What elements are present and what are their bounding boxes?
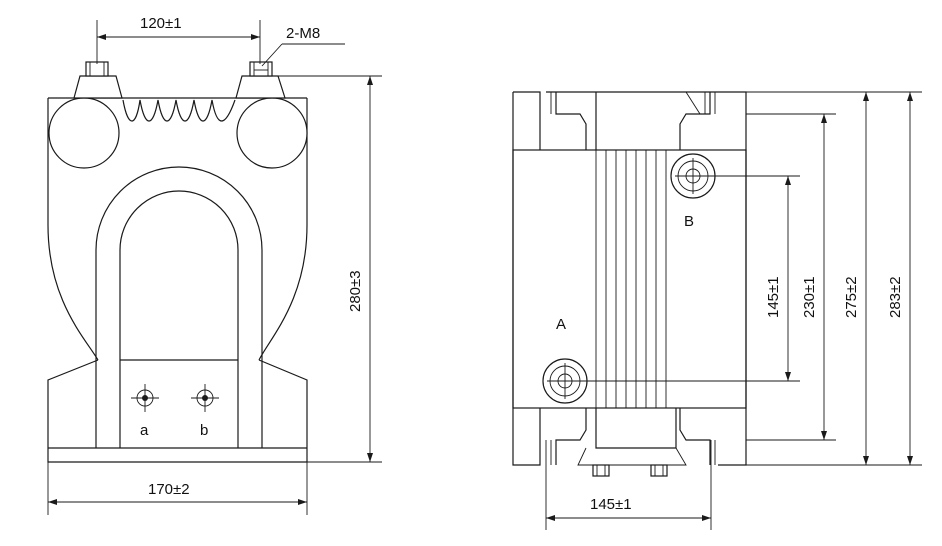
side-left-frame — [512, 91, 541, 466]
front-right-nut — [249, 61, 273, 77]
side-top-saddle — [546, 91, 718, 150]
front-u-outer — [95, 166, 263, 448]
side-bottom-saddle — [555, 408, 711, 465]
dim-width-label: 170±2 — [148, 481, 190, 498]
front-left-nut — [85, 61, 109, 77]
side-bottom-nut-right — [650, 464, 668, 477]
dim-230-label: 230±1 — [801, 276, 818, 318]
terminal-A-label: A — [556, 316, 566, 333]
front-left-stud — [73, 75, 123, 99]
side-bottom-nut-left — [592, 464, 610, 477]
front-view: a b 120±1 2-M8 280±3 170±2 — [47, 15, 382, 515]
terminal-B-label: B — [684, 213, 694, 230]
dim-145-v-label: 145±1 — [765, 276, 782, 318]
side-main-block — [512, 149, 747, 409]
front-right-round — [236, 97, 308, 169]
corrugation — [122, 99, 236, 122]
front-u-inner — [119, 190, 239, 448]
thread-callout: 2-M8 — [286, 25, 320, 42]
dim-145-h-label: 145±1 — [590, 496, 632, 513]
dim-height-label: 280±3 — [347, 270, 364, 312]
terminal-a-symbol — [131, 384, 159, 412]
dim-top-label: 120±1 — [140, 15, 182, 32]
side-right-frame — [718, 91, 747, 466]
dim-275-label: 275±2 — [843, 276, 860, 318]
terminal-a-label: a — [140, 422, 149, 439]
side-view: B A 145±1 230±1 275±2 283±2 — [512, 91, 922, 530]
front-left-round — [48, 97, 120, 169]
front-body-outline — [47, 97, 308, 361]
terminal-b-label: b — [200, 422, 208, 439]
side-core-laminations — [595, 150, 667, 408]
front-right-stud — [235, 75, 286, 99]
thread-leader — [261, 43, 283, 67]
front-base — [47, 359, 308, 463]
terminal-b-symbol — [191, 384, 219, 412]
dim-283-label: 283±2 — [887, 276, 904, 318]
